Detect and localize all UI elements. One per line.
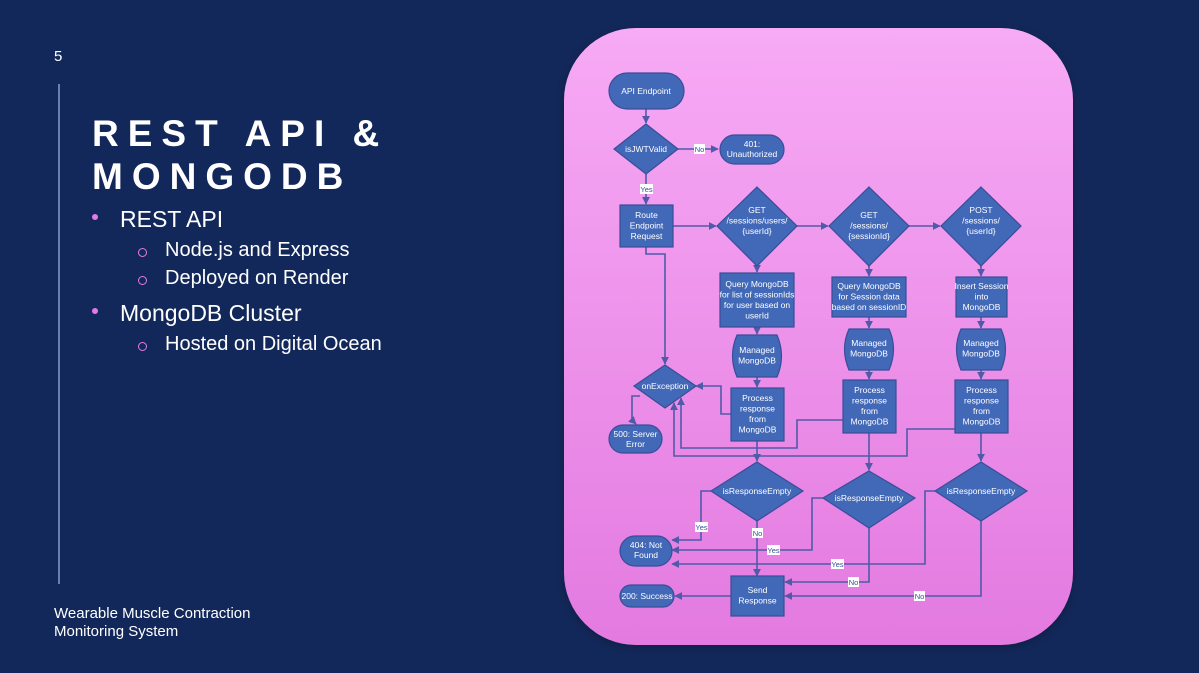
connector (784, 521, 982, 600)
sub-bullet-item: Hosted on Digital Ocean (120, 330, 382, 358)
not-found-node (619, 535, 673, 567)
query-session-node (831, 276, 907, 318)
bullet-label: MongoDB Cluster (120, 300, 302, 326)
insert-session-node (955, 276, 1008, 318)
slide-title-line-1: REST API & (92, 113, 389, 154)
edge-labels: No Yes Yes No Yes Yes No No (640, 144, 925, 601)
get-sessions-users-node (716, 186, 798, 267)
query-list-node (719, 272, 795, 328)
sub-bullet-label: Deployed on Render (165, 267, 349, 289)
success-label: 200: Success (621, 591, 672, 601)
on-exception-label: onException (642, 381, 689, 391)
connector (671, 490, 711, 544)
edge-label-yes: Yes (640, 185, 652, 194)
bullet-list: REST API Node.js and Express Deployed on… (92, 204, 382, 364)
jwt-decision-node (613, 123, 679, 175)
response-empty-node (821, 470, 917, 529)
process-response-node (954, 379, 1009, 434)
edge-label-no: No (849, 578, 859, 587)
edge-label-yes: Yes (831, 560, 843, 569)
post-sessions-node (940, 186, 1022, 267)
sub-bullet-list: Hosted on Digital Ocean (120, 330, 382, 358)
sub-bullet-list: Node.js and Express Deployed on Render (120, 236, 382, 292)
response-empty-node (709, 461, 805, 522)
bullet-item: MongoDB Cluster Hosted on Digital Ocean (92, 298, 382, 358)
jwt-decision-label: isJWTValid (625, 144, 667, 154)
managed-mongodb-node (955, 328, 1007, 371)
edge-label-no: No (915, 592, 925, 601)
get-sessions-label: GET/sessions/{sessionId} (848, 210, 890, 241)
connector (645, 247, 669, 365)
connector (695, 382, 731, 415)
success-node (619, 584, 675, 608)
bullet-dot-icon (92, 214, 98, 220)
sub-bullet-ring-icon (138, 276, 147, 285)
connector (671, 497, 823, 554)
edge-label-no: No (753, 529, 763, 538)
bullet-item: REST API Node.js and Express Deployed on… (92, 204, 382, 292)
sub-bullet-item: Deployed on Render (120, 264, 382, 292)
unauthorized-label: 401:Unauthorized (727, 139, 778, 159)
api-endpoint-label: API Endpoint (621, 86, 671, 96)
unauthorized-node (719, 134, 785, 165)
on-exception-node (632, 364, 698, 409)
edge-label-yes: Yes (767, 546, 779, 555)
get-sessions-node (828, 186, 910, 267)
connector (677, 397, 843, 449)
connector (671, 490, 935, 568)
managed-mongodb-node (843, 328, 895, 371)
connector (628, 395, 640, 425)
edge-label-yes: Yes (695, 523, 707, 532)
response-empty-label: isResponseEmpty (947, 486, 1016, 496)
bullet-label: REST API (120, 206, 224, 232)
slide-number: 5 (54, 48, 63, 65)
send-response-node (730, 575, 785, 617)
flowchart-connectors (628, 109, 985, 600)
sub-bullet-ring-icon (138, 248, 147, 257)
process-response-node (842, 379, 897, 434)
sub-bullet-label: Hosted on Digital Ocean (165, 333, 382, 355)
response-empty-label: isResponseEmpty (723, 486, 792, 496)
api-endpoint-node (608, 72, 685, 110)
footer-text: Wearable Muscle Contraction Monitoring S… (54, 605, 251, 640)
response-empty-node (933, 461, 1029, 522)
process-response-node (730, 387, 785, 442)
post-sessions-label: POST/sessions/{userId} (962, 205, 1000, 236)
get-sessions-users-label: GET/sessions/users/{userId} (727, 205, 789, 236)
connector (784, 528, 870, 586)
accent-line (58, 84, 60, 584)
managed-mongodb-node (731, 334, 783, 378)
edge-label-no: No (695, 145, 705, 154)
bullet-dot-icon (92, 308, 98, 314)
route-request-node (619, 204, 674, 248)
sub-bullet-label: Node.js and Express (165, 239, 350, 261)
slide-title-line-2: MONGODB (92, 156, 353, 197)
slide-title: REST API & MONGODB (92, 112, 388, 198)
sub-bullet-ring-icon (138, 342, 147, 351)
sub-bullet-item: Node.js and Express (120, 236, 382, 264)
connector (670, 402, 955, 457)
response-empty-label: isResponseEmpty (835, 493, 904, 503)
server-error-node (608, 424, 663, 454)
